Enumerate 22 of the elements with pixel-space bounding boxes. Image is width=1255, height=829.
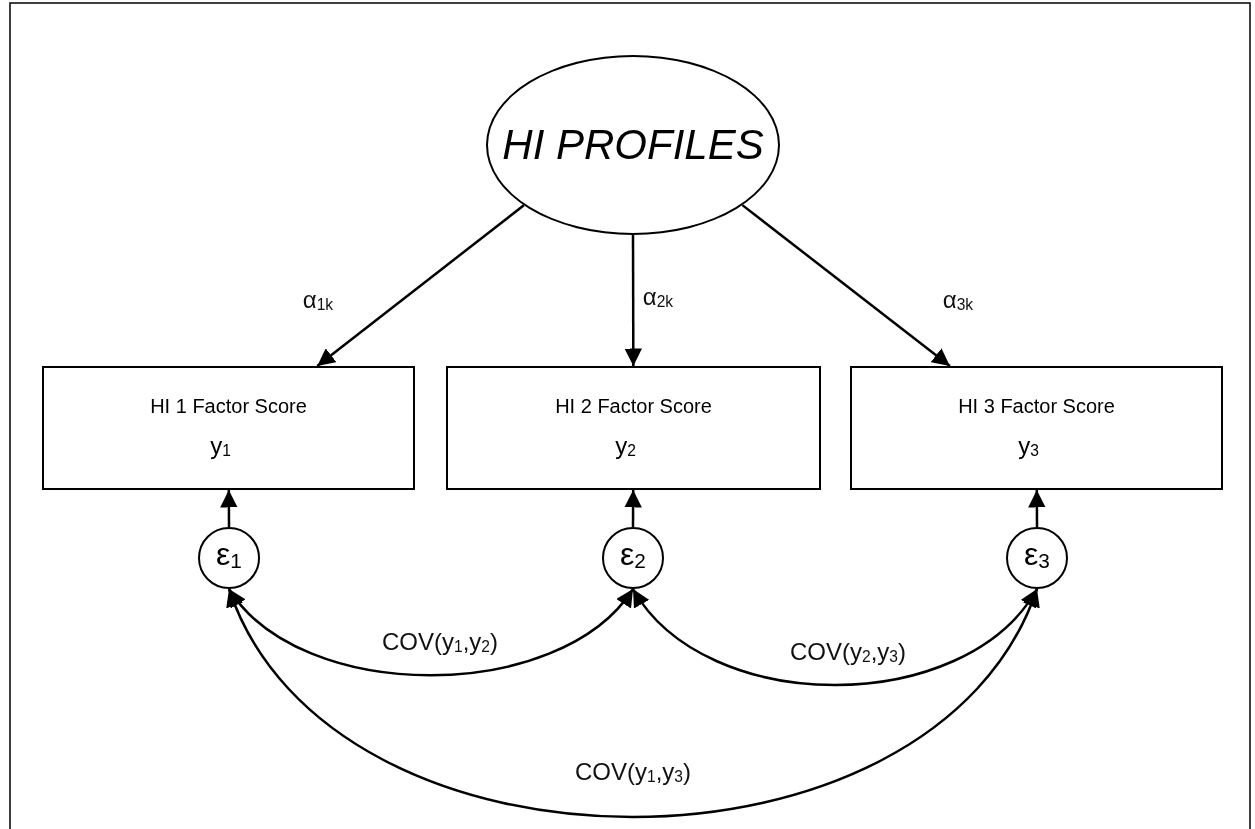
factor-score-box <box>446 366 821 490</box>
arrow <box>624 490 642 527</box>
box-title: HI 2 Factor Score <box>555 395 712 419</box>
factor-score-box <box>42 366 415 490</box>
arrow <box>624 235 643 366</box>
box-title: HI 1 Factor Score <box>150 395 307 419</box>
variable-symbol: y$_{3}$ <box>1018 432 1039 461</box>
variable-symbol: y$_{2}$ <box>615 432 636 461</box>
arrow <box>1028 490 1046 527</box>
factor-score-box <box>850 366 1223 490</box>
double-headed-arrow <box>228 588 634 677</box>
variable-symbol: y$_{1}$ <box>210 432 231 461</box>
error-symbol: ε$_{2}$ <box>620 536 646 574</box>
arrow <box>741 204 951 367</box>
arrow <box>220 490 238 527</box>
arrow <box>316 204 525 367</box>
error-symbol: ε$_{1}$ <box>216 536 242 574</box>
latent-variable-label: HI PROFILES <box>502 121 764 169</box>
box-title: HI 3 Factor Score <box>958 395 1115 419</box>
error-symbol: ε$_{3}$ <box>1024 536 1050 574</box>
double-headed-arrow <box>227 588 1039 818</box>
double-headed-arrow <box>632 588 1038 687</box>
